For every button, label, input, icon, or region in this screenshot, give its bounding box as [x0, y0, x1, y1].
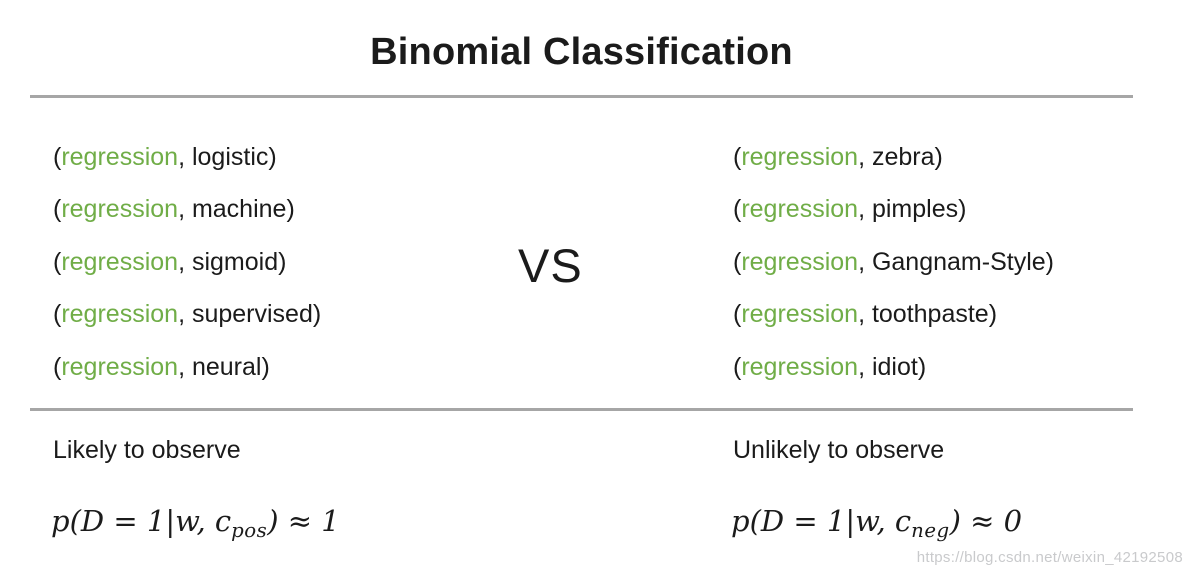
divider-under-title [30, 95, 1133, 98]
word-pair: (regression, supervised) [53, 288, 321, 340]
formula-subscript: pos [231, 518, 268, 542]
pair-keyword: regression [61, 195, 179, 224]
word-pair: (regression, Gangnam-Style) [733, 236, 1054, 288]
pair-keyword: regression [741, 247, 859, 276]
pair-keyword: regression [61, 143, 179, 171]
pair-open-paren: ( [733, 247, 742, 276]
word-pair: (regression, logistic) [53, 131, 321, 183]
page-title: Binomial Classification [370, 31, 793, 73]
pair-keyword: regression [741, 352, 859, 381]
pair-keyword: regression [61, 300, 179, 329]
pair-open-paren: ( [733, 195, 742, 224]
pair-context-word: , Gangnam-Style) [858, 247, 1054, 276]
formula-suffix: ) ≈ 0 [949, 504, 1023, 538]
pair-keyword: regression [741, 143, 859, 171]
formula-suffix: ) ≈ 1 [267, 504, 340, 538]
pair-open-paren: ( [53, 352, 62, 381]
word-pair: (regression, idiot) [733, 341, 1054, 393]
formula-positive-probability: p(D = 1|w, cpos) ≈ 1 [51, 502, 340, 544]
pair-context-word: , machine) [178, 195, 295, 224]
vs-label: VS [518, 239, 583, 292]
word-pair: (regression, sigmoid) [53, 236, 321, 288]
word-pair: (regression, zebra) [733, 131, 1054, 183]
word-pair: (regression, toothpaste) [733, 288, 1054, 340]
pair-keyword: regression [61, 247, 179, 276]
formula-prefix: p(D = 1|w, c [51, 504, 232, 538]
pair-open-paren: ( [53, 143, 62, 171]
pair-context-word: , pimples) [858, 195, 967, 224]
formula-subscript: neg [911, 518, 950, 542]
pair-context-word: , logistic) [178, 143, 277, 171]
pair-open-paren: ( [53, 247, 62, 276]
negative-pairs-list: (regression, zebra) (regression, pimples… [733, 131, 1054, 393]
pair-keyword: regression [741, 300, 859, 329]
formula-negative-probability: p(D = 1|w, cneg) ≈ 0 [731, 502, 1022, 544]
pair-open-paren: ( [53, 300, 62, 329]
pair-context-word: , sigmoid) [178, 247, 287, 276]
divider-above-captions [30, 408, 1133, 411]
pair-context-word: , zebra) [858, 143, 943, 171]
pair-keyword: regression [61, 352, 179, 381]
pair-open-paren: ( [733, 300, 742, 329]
caption-likely: Likely to observe [53, 436, 241, 464]
caption-unlikely: Unlikely to observe [733, 436, 945, 464]
pair-keyword: regression [741, 195, 859, 224]
pair-context-word: , idiot) [858, 352, 927, 381]
pair-context-word: , supervised) [178, 300, 322, 329]
pair-open-paren: ( [733, 352, 742, 381]
pair-open-paren: ( [53, 195, 62, 224]
watermark-url: https://blog.csdn.net/weixin_42192508 [916, 549, 1183, 566]
pair-context-word: , toothpaste) [858, 300, 998, 329]
word-pair: (regression, machine) [53, 183, 321, 235]
pair-open-paren: ( [733, 143, 742, 171]
pair-context-word: , neural) [178, 352, 270, 381]
word-pair: (regression, neural) [53, 341, 321, 393]
word-pair: (regression, pimples) [733, 183, 1054, 235]
positive-pairs-list: (regression, logistic) (regression, mach… [53, 131, 321, 393]
formula-prefix: p(D = 1|w, c [731, 504, 912, 538]
